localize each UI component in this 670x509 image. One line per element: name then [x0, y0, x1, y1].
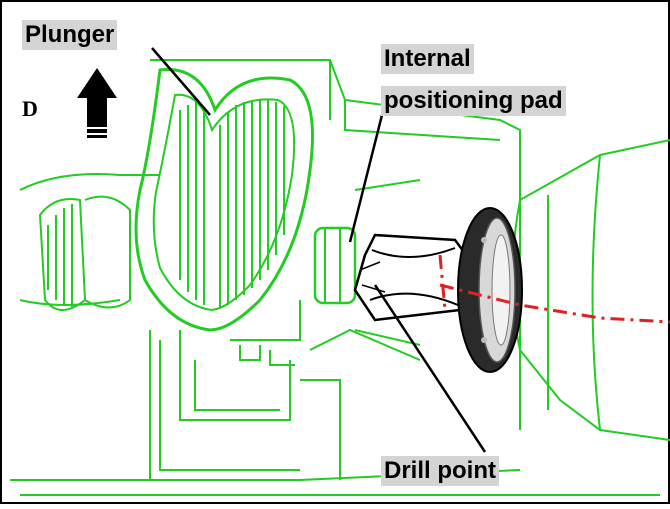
leader-line-drill-point — [373, 284, 487, 453]
arrow-up-icon — [77, 68, 117, 138]
drill-point-label: Drill point — [381, 456, 499, 486]
drill-bit — [353, 233, 472, 322]
positioning-disk — [457, 207, 523, 373]
centerline — [438, 254, 670, 324]
internal-pad-label-line1: Internal — [381, 44, 474, 74]
internal-pad-label-line2: positioning pad — [381, 86, 566, 116]
leader-line-pad — [348, 114, 384, 243]
direction-label: D — [22, 96, 38, 121]
leader-line-plunger — [151, 47, 211, 116]
plunger-label: Plunger — [22, 20, 118, 50]
